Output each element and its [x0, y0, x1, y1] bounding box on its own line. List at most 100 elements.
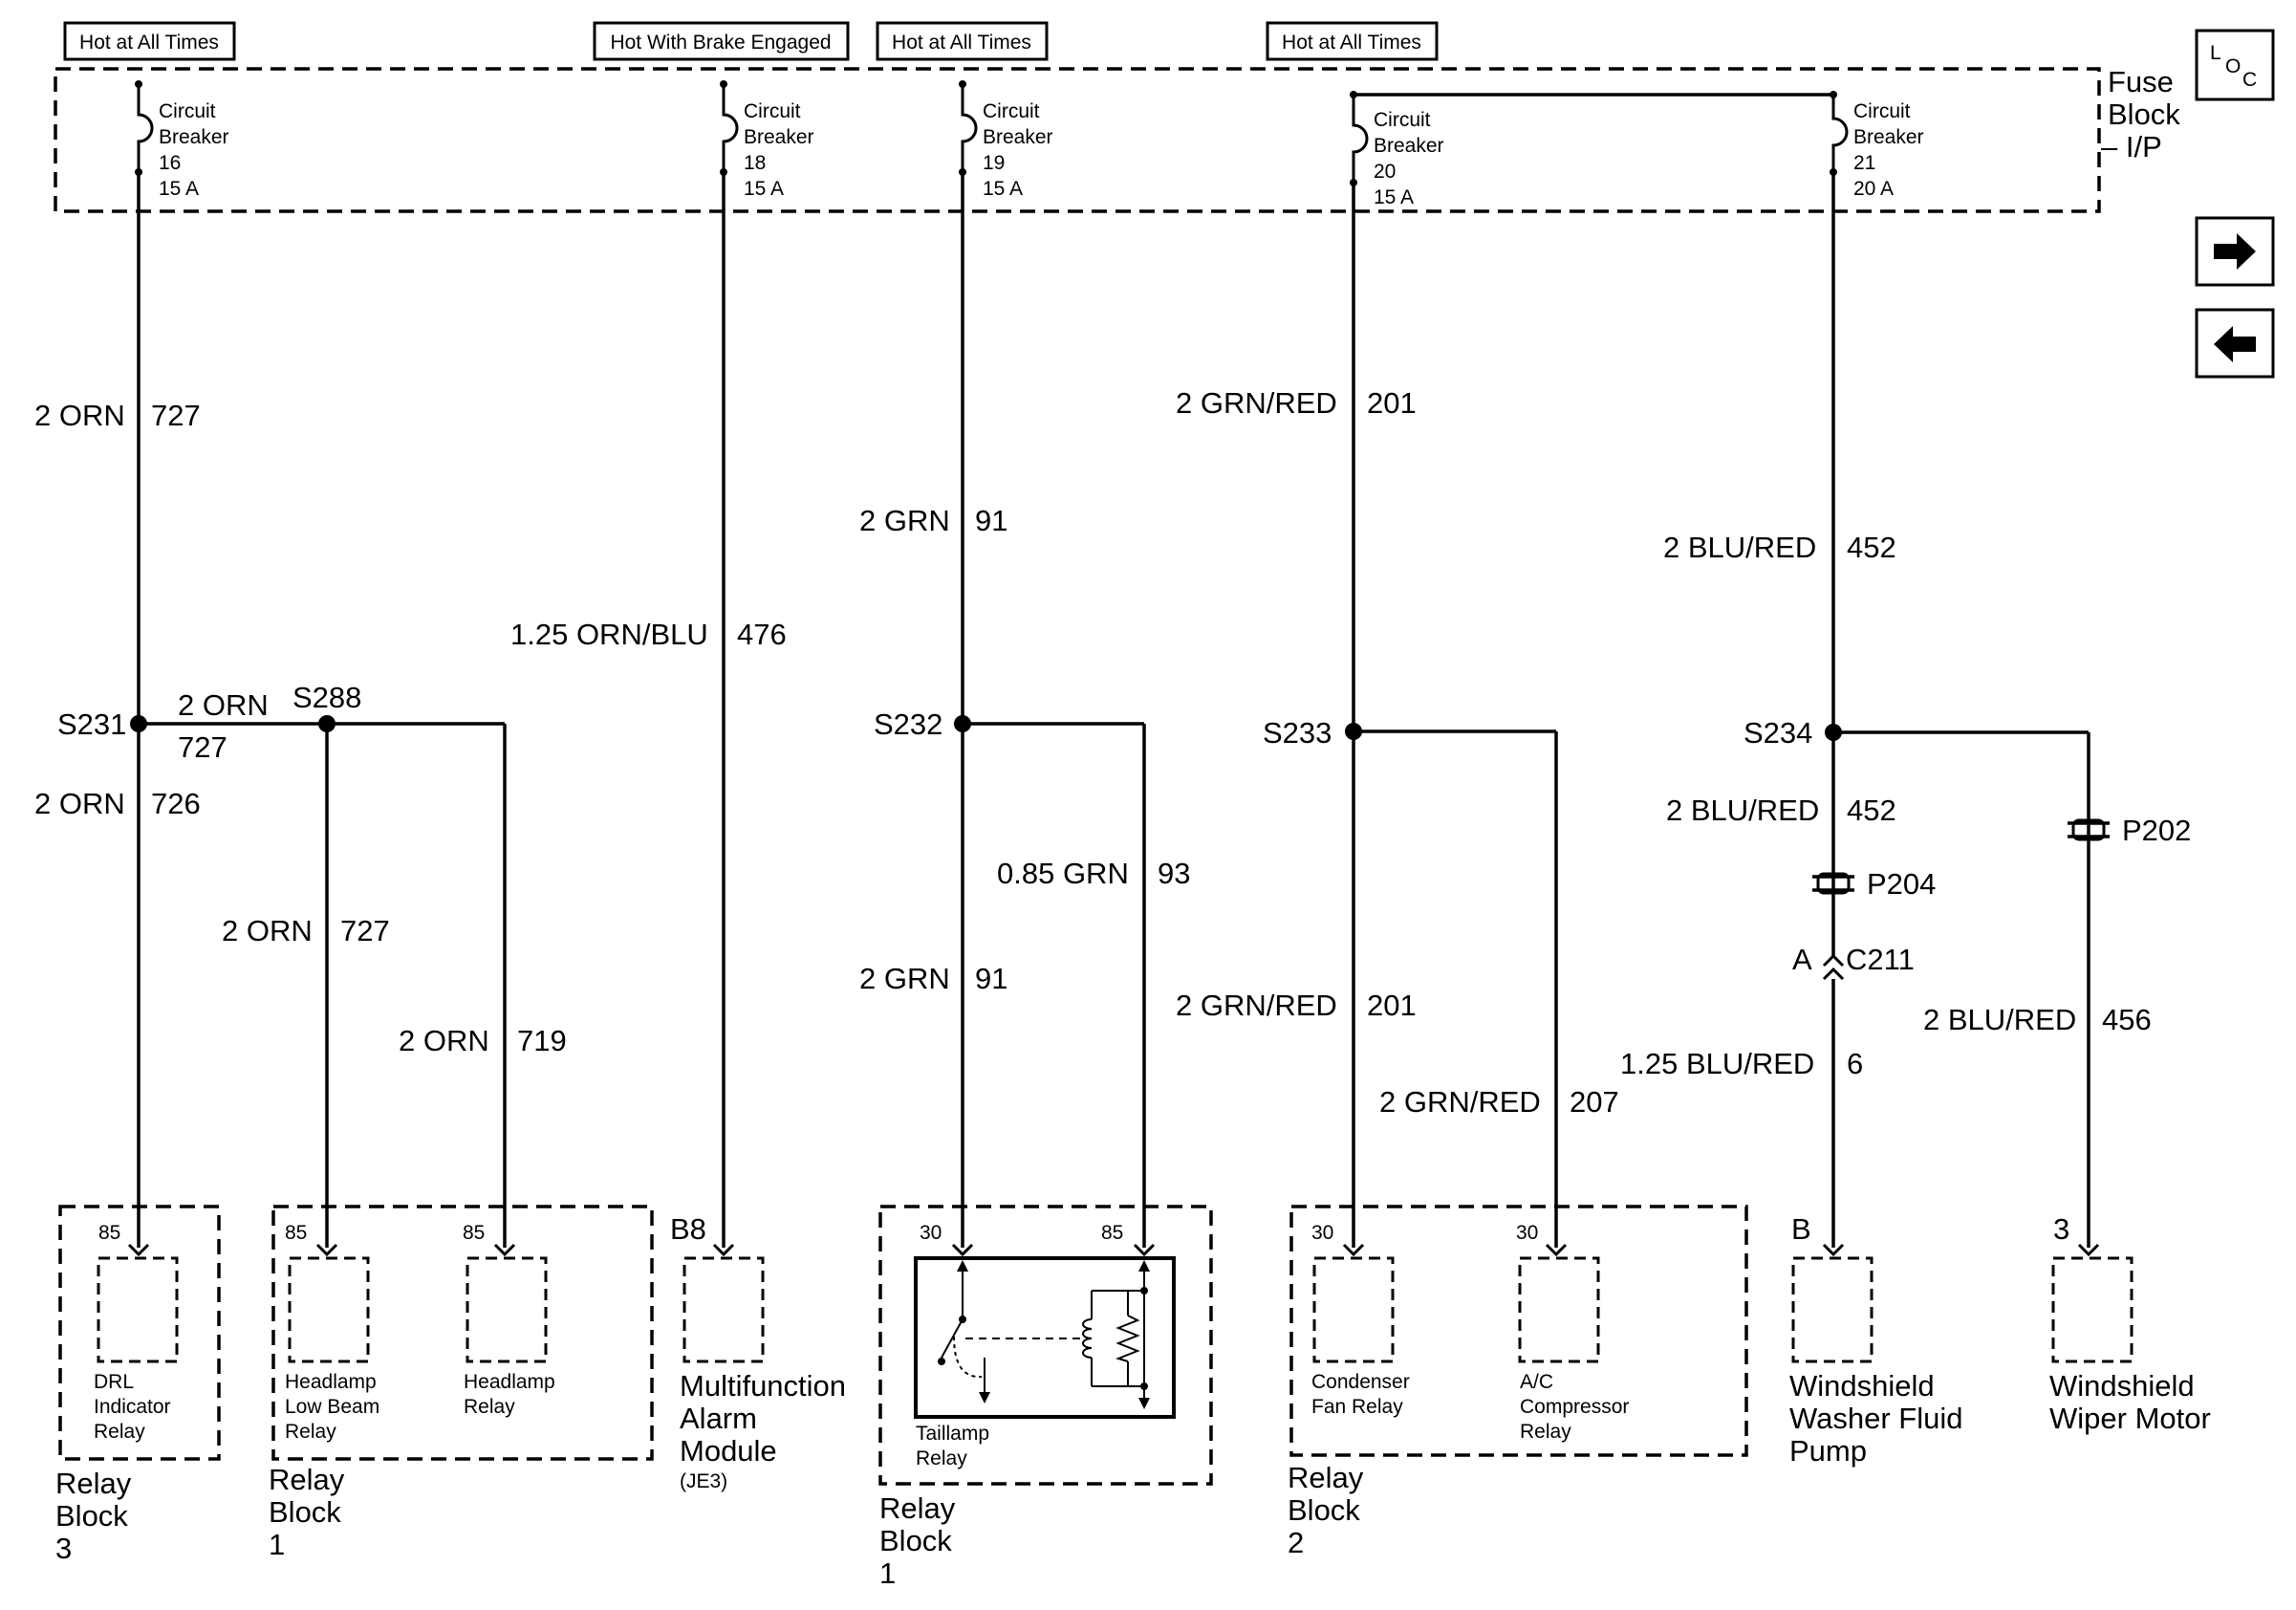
relay-block-label: 1 [879, 1556, 896, 1590]
windshield-washer-pump [1791, 1256, 1874, 1363]
component-label: Headlamp [464, 1371, 555, 1393]
wire-color: 2 ORN [34, 787, 125, 820]
headlamp-low-beam-relay [288, 1256, 370, 1363]
pin-label: 85 [463, 1222, 485, 1244]
wire-color: 2 ORN [178, 688, 269, 722]
component-label: Pump [1789, 1434, 1867, 1468]
wire-color: 2 GRN/RED [1379, 1085, 1541, 1119]
loc-button[interactable]: L O C [2195, 29, 2275, 101]
component-label: Washer Fluid [1789, 1402, 1962, 1435]
condenser-fan-relay [1312, 1256, 1395, 1363]
wire-color: 2 GRN/RED [1176, 386, 1337, 420]
pin-label: 3 [2053, 1212, 2069, 1246]
component-label: Relay [285, 1421, 336, 1443]
circuit-cb20 [1345, 183, 1558, 1248]
breaker-rating: 15 A [983, 178, 1023, 200]
relay-block-label: Relay [55, 1467, 132, 1500]
wire-circuit: 452 [1847, 531, 1896, 564]
wire-color: 1.25 ORN/BLU [510, 618, 708, 651]
splice-dot [130, 715, 147, 732]
component-label: Wiper Motor [2049, 1402, 2211, 1435]
circuit-cb21 [1825, 172, 2090, 1248]
splice-label: S288 [292, 681, 361, 714]
pin-label: 85 [285, 1222, 307, 1244]
circuit-cb19 [954, 172, 1146, 1248]
wire-color: 1.25 BLU/RED [1620, 1047, 1814, 1080]
relay-block-1-taillamp-outline [878, 1205, 1213, 1486]
wire-circuit: 456 [2102, 1003, 2152, 1036]
wire-color: 2 BLU/RED [1666, 794, 1819, 827]
hot-box-text: Hot at All Times [1282, 32, 1421, 54]
breaker-number: 16 [159, 152, 181, 174]
loc-text: O [2225, 55, 2241, 77]
pin-terminal-icon [1133, 1243, 1156, 1257]
wire-circuit: 201 [1367, 989, 1417, 1022]
pin-terminal-icon [951, 1243, 974, 1257]
circuit-cb16 [130, 172, 507, 1248]
component-label: Windshield [1789, 1369, 1935, 1403]
wire-circuit: 6 [1847, 1047, 1863, 1080]
pin-label: B [1791, 1212, 1811, 1246]
loc-text: L [2210, 42, 2221, 64]
wire-circuit: 476 [737, 618, 787, 651]
wire-color: 2 GRN [859, 504, 950, 537]
relay-block-2-outline [1289, 1205, 1748, 1457]
relay-block-label: Block [269, 1495, 341, 1529]
hot-box-text: Hot at All Times [892, 32, 1031, 54]
pin-terminal-icon [1822, 1243, 1845, 1257]
component-label: Low Beam [285, 1396, 379, 1418]
wire-circuit: 727 [151, 399, 201, 432]
relay-block-3-outline [58, 1205, 221, 1461]
circuit-breaker-18: Circuit Breaker 18 15 A [720, 80, 814, 200]
loc-text: C [2242, 69, 2257, 91]
relay-block-label: Block [1288, 1493, 1360, 1527]
fuse-block-label: – I/P [2101, 130, 2162, 163]
component-label: Headlamp [285, 1371, 377, 1393]
splice-label: S231 [57, 707, 126, 741]
splice-dot [318, 715, 336, 732]
breaker-label: Breaker [1853, 126, 1924, 148]
breaker-number: 20 [1374, 161, 1396, 183]
pin-terminal-icon [1342, 1243, 1365, 1257]
prev-page-button[interactable] [2195, 308, 2275, 379]
wire-color: 2 BLU/RED [1923, 1003, 2076, 1036]
headlamp-relay [466, 1256, 548, 1363]
circuit-breaker-16: Circuit Breaker 16 15 A [135, 80, 229, 200]
relay-block-label: 3 [55, 1532, 72, 1565]
breaker-label: Breaker [159, 126, 229, 148]
wire-circuit: 207 [1570, 1085, 1619, 1119]
pin-terminal-icon [315, 1243, 338, 1257]
breaker-number: 19 [983, 152, 1005, 174]
breaker-rating: 15 A [1374, 186, 1414, 208]
wire-circuit: 727 [178, 730, 227, 764]
relay-block-label: Block [55, 1499, 128, 1533]
connector-pin: A [1792, 943, 1812, 976]
wire-color: 2 GRN/RED [1176, 989, 1337, 1022]
breaker-label: Breaker [744, 126, 814, 148]
pin-label: 30 [920, 1222, 942, 1244]
component-label: Relay [464, 1396, 515, 1418]
relay-block-1-outline [271, 1205, 654, 1461]
pin-label: 85 [1101, 1222, 1123, 1244]
connector-label: P202 [2122, 814, 2191, 847]
hot-box-cb16: Hot at All Times [63, 21, 236, 61]
wire-circuit: 726 [151, 787, 201, 820]
fuse-block-label: Fuse [2108, 65, 2174, 98]
pin-terminal-icon [1545, 1243, 1568, 1257]
breaker-label: Circuit [1853, 100, 1911, 122]
splice-label: S234 [1744, 716, 1812, 750]
breaker-rating: 20 A [1853, 178, 1894, 200]
pin-terminal-icon [493, 1243, 516, 1257]
breaker-rating: 15 A [744, 178, 784, 200]
relay-internal-schematic [938, 1260, 1150, 1409]
component-label: Relay [916, 1447, 967, 1469]
relay-block-label: Block [879, 1524, 952, 1557]
next-page-button[interactable] [2195, 216, 2275, 287]
component-label: Taillamp [916, 1423, 989, 1445]
breaker-label: Circuit [744, 100, 801, 122]
pin-terminal-icon [127, 1243, 150, 1257]
component-label: Indicator [94, 1396, 171, 1418]
component-label: A/C [1520, 1371, 1553, 1393]
wire-color: 2 GRN [859, 962, 950, 995]
